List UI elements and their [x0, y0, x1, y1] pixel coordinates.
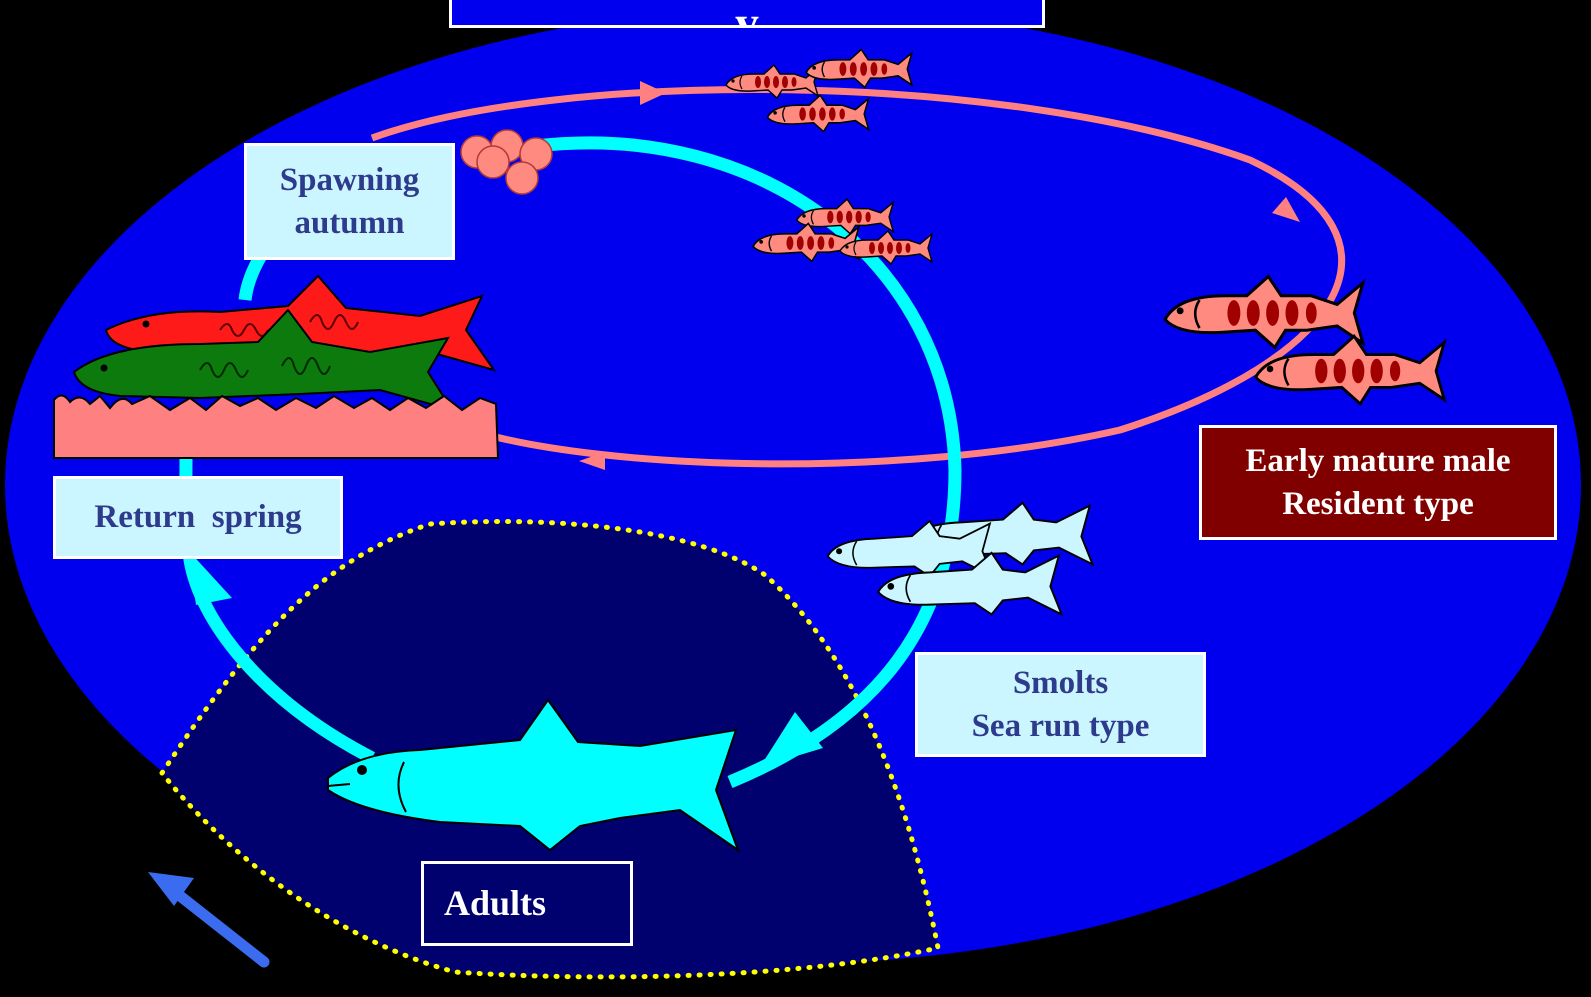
early-mature-male-label: Early mature male Resident type [1199, 425, 1557, 540]
diagram-title: …y… [449, 0, 1045, 28]
adults-label: Adults [421, 861, 633, 946]
return-spring-label: Return spring [53, 476, 343, 559]
spawning-autumn-label: Spawning autumn [244, 143, 455, 260]
smolts-label: Smolts Sea run type [915, 652, 1206, 757]
pointer-arrow [148, 872, 264, 962]
